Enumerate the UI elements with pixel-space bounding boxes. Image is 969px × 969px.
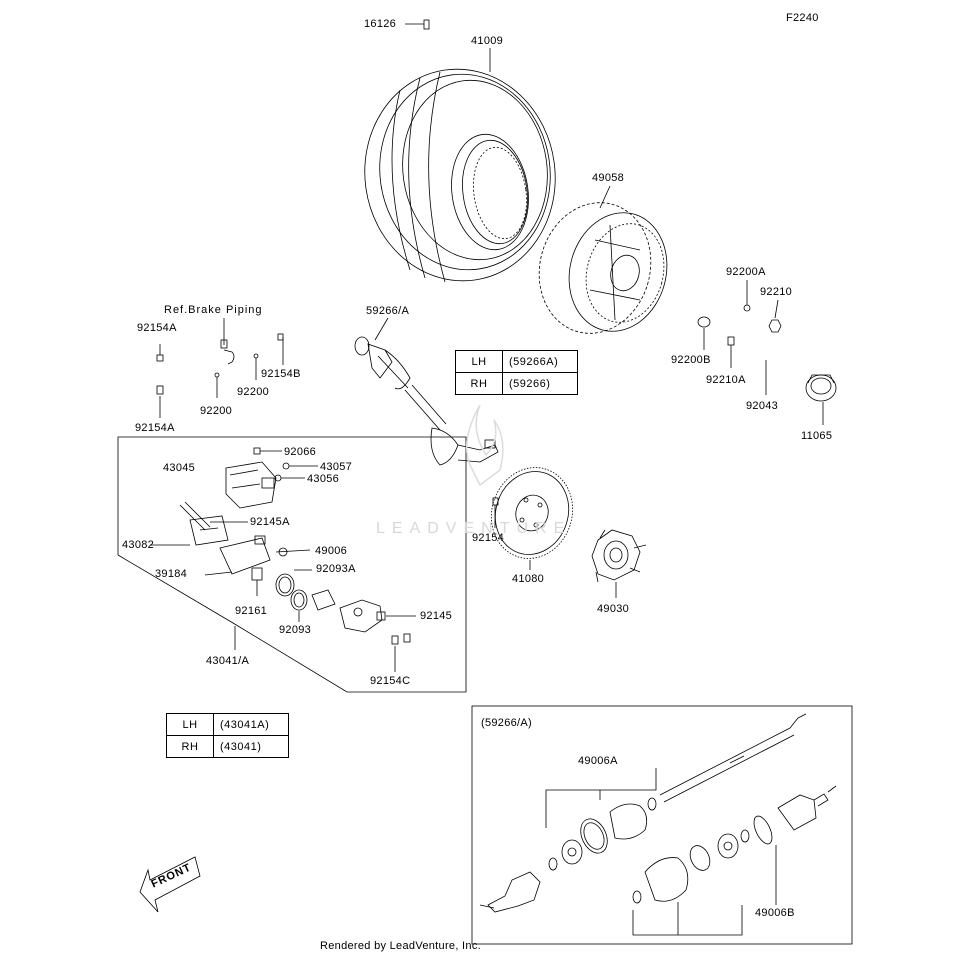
part-92161[interactable]: 92161 <box>235 605 268 617</box>
part-43045[interactable]: 43045 <box>163 462 196 474</box>
part-43057[interactable]: 43057 <box>320 461 353 473</box>
part-92043[interactable]: 92043 <box>746 400 779 412</box>
part-59266a[interactable]: 59266/A <box>366 305 410 317</box>
part-92154a-top[interactable]: 92154A <box>137 322 177 334</box>
part-92145[interactable]: 92145 <box>420 610 453 622</box>
wheel-hub-drawing <box>591 529 647 583</box>
knuckle-drawing <box>339 599 416 672</box>
caliper-assembly-frame <box>117 436 467 693</box>
front-arrow <box>139 856 201 913</box>
part-49006a[interactable]: 49006A <box>578 755 618 767</box>
shaft-variant-table: LH (59266A) RH (59266) <box>455 350 578 395</box>
footer-credit: Rendered by LeadVenture, Inc. <box>320 940 481 952</box>
table-cell-code[interactable]: (43041A) <box>213 713 289 736</box>
part-49006b[interactable]: 49006B <box>755 907 795 919</box>
part-92210a[interactable]: 92210A <box>706 374 746 386</box>
part-92200b[interactable]: 92200B <box>671 354 711 366</box>
caliper-variant-table: LH (43041A) RH (43041) <box>166 713 289 758</box>
table-row: LH (59266A) <box>455 350 578 373</box>
part-41080[interactable]: 41080 <box>512 573 545 585</box>
part-41009[interactable]: 41009 <box>471 35 504 47</box>
watermark-logo <box>465 404 504 487</box>
part-43082[interactable]: 43082 <box>122 539 155 551</box>
table-cell-side: LH <box>455 350 503 373</box>
hub-cap-11065 <box>805 374 837 425</box>
part-92154[interactable]: 92154 <box>472 532 505 544</box>
exploded-shaft-drawing <box>479 713 837 936</box>
part-92093[interactable]: 92093 <box>279 624 312 636</box>
table-row: RH (59266) <box>455 372 578 395</box>
part-11065[interactable]: 11065 <box>801 430 833 442</box>
tire-drawing <box>364 68 556 283</box>
part-92154c[interactable]: 92154C <box>370 675 411 687</box>
part-92210[interactable]: 92210 <box>760 286 793 298</box>
leader-49058 <box>599 185 611 209</box>
brake-piping-hardware <box>156 318 284 418</box>
part-92066[interactable]: 92066 <box>284 446 317 458</box>
inset-title: (59266/A) <box>481 717 533 729</box>
leader-59266 <box>374 317 389 341</box>
table-cell-side: LH <box>166 713 214 736</box>
table-row: RH (43041) <box>166 735 289 758</box>
part-92154b[interactable]: 92154B <box>261 368 301 380</box>
part-49006[interactable]: 49006 <box>315 545 348 557</box>
part-43056[interactable]: 43056 <box>307 473 340 485</box>
wheel-hardware <box>697 280 782 395</box>
part-16126[interactable]: 16126 <box>364 18 397 30</box>
part-92200-a[interactable]: 92200 <box>237 386 270 398</box>
table-cell-code[interactable]: (43041) <box>213 735 289 758</box>
bolt-16126 <box>405 19 430 30</box>
brake-piping-reference: Ref.Brake Piping <box>164 304 263 316</box>
table-cell-side: RH <box>166 735 214 758</box>
watermark-text: LEADVENTURE <box>376 520 572 537</box>
seal-rings <box>275 569 336 622</box>
table-cell-side: RH <box>455 372 503 395</box>
table-cell-code[interactable]: (59266A) <box>502 350 578 373</box>
drive-shaft-drawing <box>354 336 499 466</box>
brake-disc-drawing <box>490 467 574 559</box>
part-49058[interactable]: 49058 <box>592 172 625 184</box>
part-49030[interactable]: 49030 <box>597 603 630 615</box>
part-92154a-bottom[interactable]: 92154A <box>135 422 175 434</box>
figure-id: F2240 <box>786 12 819 24</box>
part-92200-b[interactable]: 92200 <box>200 405 233 417</box>
part-39184[interactable]: 39184 <box>155 568 188 580</box>
part-43041a[interactable]: 43041/A <box>206 655 250 667</box>
wheel-rim-drawing <box>538 202 668 334</box>
brake-caliper-drawing <box>150 447 318 596</box>
table-row: LH (43041A) <box>166 713 289 736</box>
shaft-exploded-inset-frame <box>471 705 853 945</box>
part-92200a[interactable]: 92200A <box>726 266 766 278</box>
table-cell-code[interactable]: (59266) <box>502 372 578 395</box>
part-92093a[interactable]: 92093A <box>316 563 356 575</box>
part-92145a[interactable]: 92145A <box>250 516 290 528</box>
